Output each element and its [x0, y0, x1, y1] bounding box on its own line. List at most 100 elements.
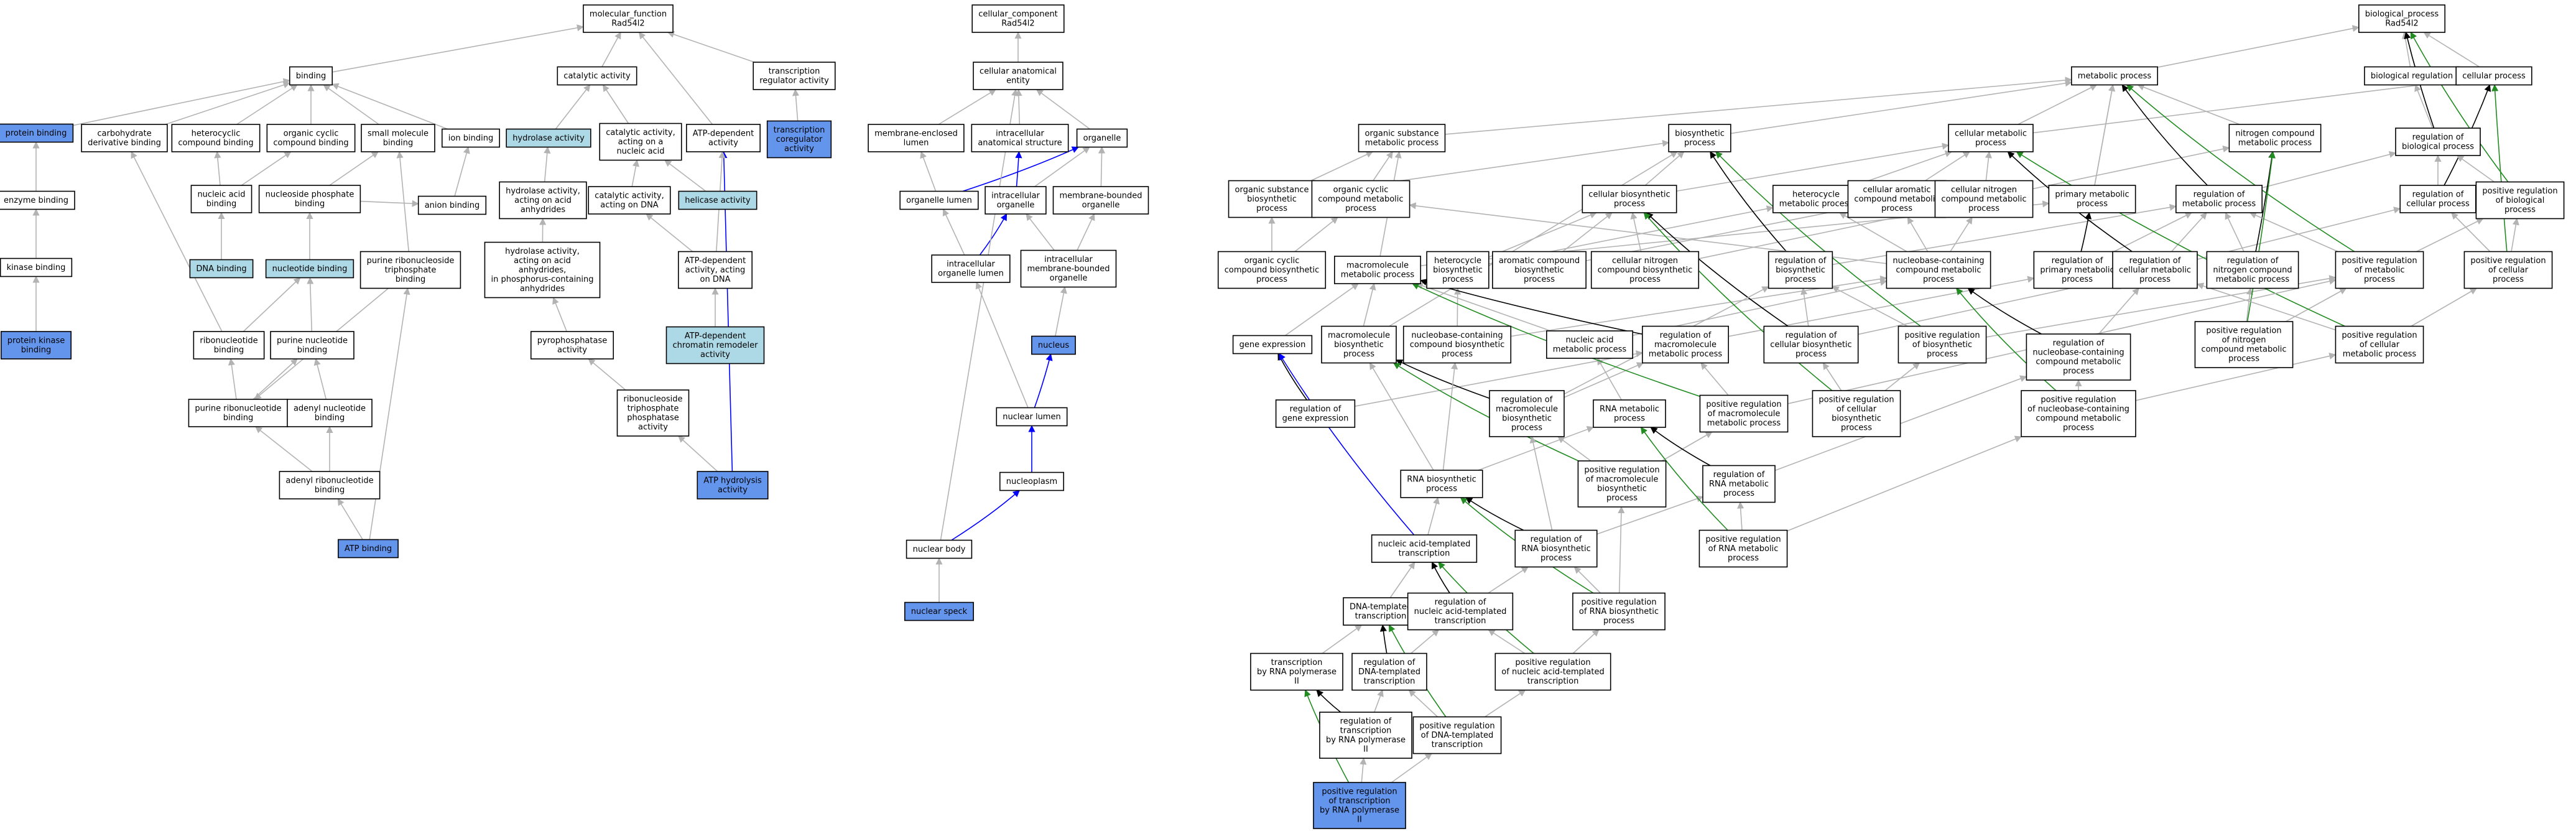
term-label-line: primary metabolic [2055, 190, 2129, 200]
term-label-line: process [2139, 275, 2171, 284]
term-box [1897, 325, 1987, 364]
term-box [2455, 66, 2532, 86]
term-label-line: process [1629, 275, 1661, 284]
edge-is-a [253, 358, 298, 400]
term-label-line: process [1256, 204, 1287, 213]
term-label-line: organic cyclic [1333, 185, 1389, 195]
term-label-line: membrane-bounded [1059, 192, 1142, 201]
term-label-line: positive regulation [2041, 396, 2116, 405]
term-label-line: cellular metabolic [1955, 129, 2027, 139]
term-label-line: positive regulation [2342, 331, 2417, 340]
term-box [171, 124, 261, 152]
term-label-line: ion binding [448, 134, 493, 143]
edge-regulates [2080, 211, 2092, 252]
edge-regulates [1379, 624, 1388, 654]
term-node-kinase: kinase binding [0, 258, 73, 277]
term-label-line: nucleus [1038, 341, 1069, 350]
term-label-line: regulation of [2412, 190, 2464, 200]
term-box [2399, 185, 2476, 213]
term-label-line: of DNA-templated [1421, 731, 1494, 740]
term-box [484, 241, 601, 299]
term-node-hydroacid: hydrolase activity,acting on acidanhydri… [499, 181, 587, 220]
term-label-line: biosynthetic [1247, 195, 1297, 204]
term-label-line: metabolic process [1779, 200, 1853, 209]
edge-is-a [1389, 151, 1678, 327]
edge-is-a [323, 84, 379, 125]
term-box [2335, 325, 2424, 364]
term-box [359, 251, 461, 289]
term-label-line: binding [296, 72, 326, 81]
term-label-line: ATP-dependent [685, 332, 746, 341]
term-label-line: transcription [1432, 740, 1483, 750]
term-label-line: metabolic process [1553, 345, 1627, 355]
term-box [1228, 180, 1316, 218]
term-label-line: process [1614, 414, 1645, 424]
term-label-line: organelle [1083, 134, 1121, 143]
edge-is-a [1644, 151, 1685, 186]
term-box [1668, 124, 1731, 152]
edge-is-a [1369, 362, 1434, 471]
term-label-line: process [1728, 554, 1759, 563]
edge-is-a [1832, 203, 2177, 266]
term-label-line: macromolecule [1496, 405, 1558, 414]
term-label-line: gene expression [1282, 414, 1349, 424]
edge-is-a [631, 159, 639, 187]
edge-is-a [1485, 689, 1526, 718]
term-box [2463, 251, 2553, 289]
term-label-line: gene expression [1239, 340, 1306, 350]
term-label-line: regulation of [1660, 331, 1712, 340]
term-box [0, 331, 72, 360]
term-label-line: organelle lumen [906, 196, 972, 205]
edge-is-a [360, 200, 419, 207]
edge-is-a [2113, 212, 2193, 253]
term-box [0, 258, 73, 277]
edge-regulates [1650, 427, 1711, 467]
edge-part-of [951, 490, 1021, 541]
term-label-line: nuclear body [913, 545, 966, 554]
edge-is-a [1488, 211, 1597, 258]
edge-is-a [544, 146, 551, 182]
term-label-line: process [1343, 350, 1374, 359]
edge-part-of [962, 146, 1080, 192]
term-node-hydrolase: hydrolase activity [506, 128, 591, 148]
edge-regulates [1431, 561, 1450, 593]
term-label-line: nucleobase-containing [2032, 348, 2124, 358]
term-label-line: regulation of [1340, 717, 1392, 727]
edge-is-a [975, 281, 1029, 408]
term-label-line: organelle [1082, 201, 1120, 210]
edge-is-a [938, 89, 996, 125]
term-label-line: binding [297, 346, 327, 355]
term-box [1321, 325, 1397, 364]
term-box [2033, 251, 2121, 289]
term-label-line: RNA biosynthetic [1521, 544, 1591, 554]
term-label-line: DNA binding [196, 264, 246, 274]
term-label-line: adenyl nucleotide [294, 404, 366, 414]
edge-positively-regulates [2016, 151, 2345, 327]
term-box [1699, 394, 1789, 433]
edge-is-a [1562, 212, 1613, 253]
term-label-line: purine nucleotide [277, 337, 348, 346]
term-label-line: catalytic activity [563, 72, 631, 81]
term-box [1311, 180, 1411, 218]
term-box [1402, 325, 1512, 364]
term-box [2021, 390, 2136, 437]
term-label-line: process [1442, 350, 1473, 359]
edge-is-a [329, 151, 379, 186]
term-label-line: regulation of [1435, 598, 1486, 607]
term-label-line: process [1975, 139, 2006, 148]
term-label-line: of nucleic acid-templated [1501, 667, 1604, 677]
term-box [1590, 251, 1700, 289]
term-label-line: hydrolase activity, [505, 247, 580, 256]
term-label-line: regulation of [2129, 256, 2181, 266]
term-label-line: intracellular [947, 260, 995, 269]
